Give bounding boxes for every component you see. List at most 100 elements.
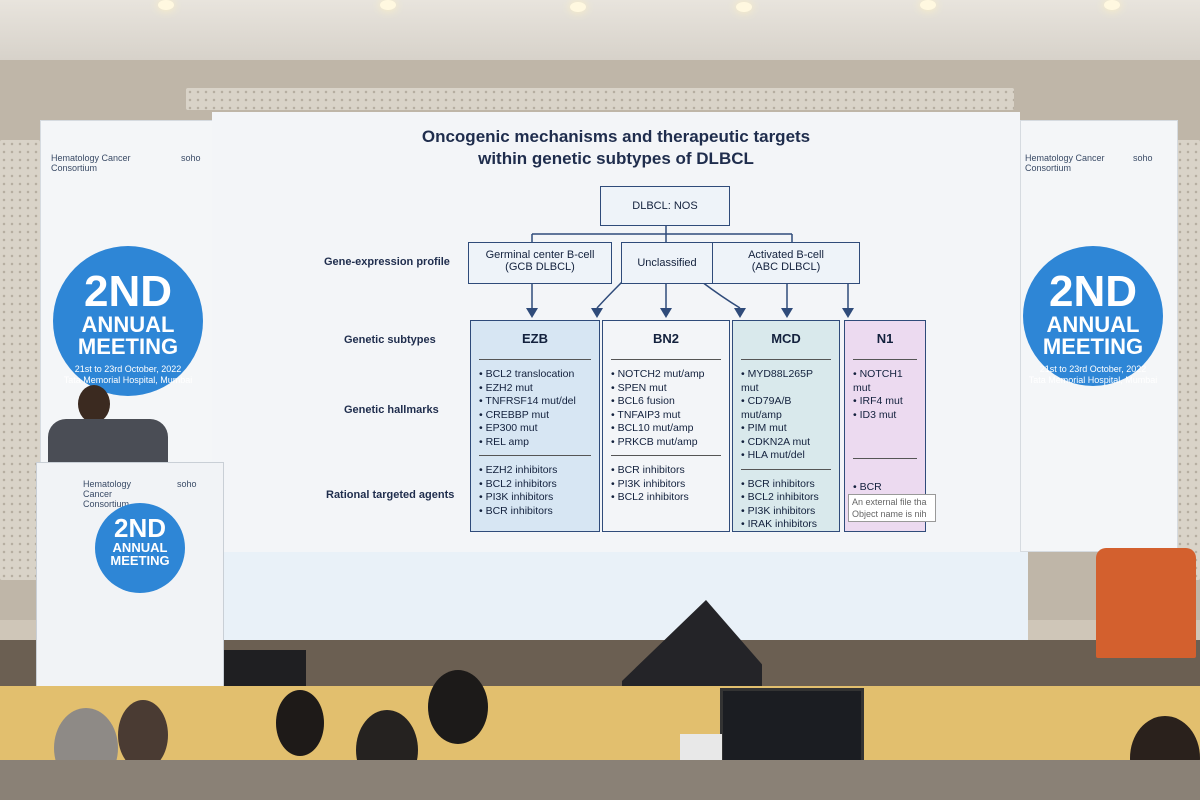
hallmark-item: BCL2 translocation: [479, 368, 591, 382]
badge-line2: MEETING: [110, 553, 170, 568]
hallmark-list: MYD88L265P mut CD79A/B mut/amp PIM mut C…: [733, 368, 839, 463]
ceiling-light: [380, 0, 396, 10]
agent-item: BCL2 inhibitors: [741, 491, 831, 505]
hallmark-item: TNFAIP3 mut: [611, 409, 721, 423]
gep-node-abc: Activated B-cell (ABC DLBCL): [712, 242, 860, 284]
hallmark-item: NOTCH2 mut/amp: [611, 368, 721, 382]
banner-org-logo: Hematology Cancer Consortium: [51, 153, 131, 173]
hallmark-item: SPEN mut: [611, 382, 721, 396]
right-banner: Hematology Cancer Consortium soho 2ND AN…: [1020, 120, 1178, 552]
agent-item: BCR inhibitors: [611, 464, 721, 478]
hallmark-item: REL amp: [479, 436, 591, 450]
banner-org-logo: Hematology Cancer Consortium: [1025, 153, 1105, 173]
subtype-name: EZB: [479, 321, 591, 360]
hallmark-item: CREBBP mut: [479, 409, 591, 423]
gep-abc-line1: Activated B-cell: [748, 249, 824, 261]
projection-screen: Oncogenic mechanisms and therapeutic tar…: [212, 112, 1020, 555]
hallmark-item: BCL10 mut/amp: [611, 422, 721, 436]
hallmark-item: CDKN2A mut: [741, 436, 831, 450]
badge-line1: ANNUAL: [1046, 312, 1140, 337]
agent-list: EZH2 inhibitors BCL2 inhibitors PI3K inh…: [471, 464, 599, 518]
badge-dates: 21st to 23rd October, 2022: [1039, 364, 1147, 374]
agent-list: BCR inhibitors PI3K inhibitors BCL2 inhi…: [603, 464, 729, 505]
speaker-head: [78, 385, 110, 423]
agent-item: BCR inhibitors: [479, 505, 591, 519]
subtype-column-mcd: MCD MYD88L265P mut CD79A/B mut/amp PIM m…: [732, 320, 840, 532]
ceiling-light: [570, 2, 586, 12]
badge-line2: MEETING: [77, 334, 179, 359]
divider: [479, 455, 591, 456]
ceiling-light: [1104, 0, 1120, 10]
agent-item: BCL2 inhibitors: [611, 491, 721, 505]
lectern: Hematology Cancer Consortium soho 2ND AN…: [36, 462, 224, 689]
hallmark-item: ID3 mut: [853, 409, 917, 423]
chair: [1096, 548, 1196, 658]
slide-title: Oncogenic mechanisms and therapeutic tar…: [212, 126, 1020, 170]
left-banner: Hematology Cancer Consortium soho 2ND AN…: [40, 120, 214, 552]
gep-gcb-line1: Germinal center B-cell: [485, 249, 595, 261]
hallmark-list: NOTCH1 mut IRF4 mut ID3 mut: [845, 368, 925, 422]
hallmark-item: NOTCH1 mut: [853, 368, 917, 395]
root-node: DLBCL: NOS: [600, 186, 730, 226]
hallmark-item: PIM mut: [741, 422, 831, 436]
stage-skirt: [222, 552, 1028, 642]
badge-line1: ANNUAL: [112, 540, 168, 555]
hallmark-item: CD79A/B mut/amp: [741, 395, 831, 422]
gep-abc-line2: (ABC DLBCL): [751, 261, 821, 273]
subtype-column-ezb: EZB BCL2 translocation EZH2 mut TNFRSF14…: [470, 320, 600, 532]
flowchart-connectors: [526, 225, 854, 318]
tooltip-line1: An external file tha: [852, 497, 927, 507]
lectern-org-logo: Hematology Cancer Consortium: [83, 479, 132, 509]
banner-partner-logo: soho: [1133, 153, 1153, 163]
slide-title-line2: within genetic subtypes of DLBCL: [478, 149, 754, 168]
tooltip-line2: Object name is nih: [852, 509, 927, 519]
badge-venue: Tata Memorial Hospital, Mumbai: [63, 375, 193, 385]
ceiling-light: [158, 0, 174, 10]
agent-item: BCL2 inhibitors: [479, 478, 591, 492]
gep-gcb-line2: (GCB DLBCL): [505, 261, 575, 273]
badge-line1: ANNUAL: [81, 312, 175, 337]
lectern-partner-logo: soho: [177, 479, 197, 489]
row-label-gep: Gene-expression profile: [324, 256, 450, 268]
ceiling-light: [920, 0, 936, 10]
divider: [611, 455, 721, 456]
badge-line2: MEETING: [1042, 334, 1144, 359]
row-label-hallmarks: Genetic hallmarks: [344, 404, 439, 416]
agent-item: PI3K inhibitors: [741, 505, 831, 519]
hallmark-item: BCL6 fusion: [611, 395, 721, 409]
subtype-name: BN2: [611, 321, 721, 360]
audience-member: [428, 670, 488, 744]
gep-node-gcb: Germinal center B-cell (GCB DLBCL): [468, 242, 612, 284]
wall-panel: [1176, 140, 1200, 580]
hallmark-item: HLA mut/del: [741, 449, 831, 463]
badge-ordinal: 2ND: [113, 513, 166, 543]
hallmark-list: BCL2 translocation EZH2 mut TNFRSF14 mut…: [471, 368, 599, 449]
slide-title-line1: Oncogenic mechanisms and therapeutic tar…: [421, 127, 811, 146]
subtype-name: MCD: [741, 321, 831, 360]
hallmark-item: TNFRSF14 mut/del: [479, 395, 591, 409]
image-tooltip: An external file tha Object name is nih: [848, 494, 936, 522]
hallmark-item: EZH2 mut: [479, 382, 591, 396]
agent-item: PI3K inhibitors: [611, 478, 721, 492]
subtype-column-bn2: BN2 NOTCH2 mut/amp SPEN mut BCL6 fusion …: [602, 320, 730, 532]
badge-dates: 21st to 23rd October, 2022: [74, 364, 182, 374]
agent-item: BCR inhibitors: [741, 478, 831, 492]
audience-member: [276, 690, 324, 756]
ceiling-light: [736, 2, 752, 12]
wall-panel: [0, 140, 40, 580]
hallmark-item: IRF4 mut: [853, 395, 917, 409]
banner-partner-logo: soho: [181, 153, 201, 163]
subtype-name: N1: [853, 321, 917, 360]
badge-ordinal: 2ND: [83, 267, 173, 316]
row-label-agents: Rational targeted agents: [326, 489, 455, 501]
audience-seats: [0, 760, 1200, 800]
divider: [741, 468, 831, 470]
lectern-badge: 2ND ANNUAL MEETING: [95, 503, 185, 593]
hallmark-item: PRKCB mut/amp: [611, 436, 721, 450]
badge-venue: Tata Memorial Hospital, Mumbai: [1028, 375, 1158, 385]
ceiling: [0, 0, 1200, 60]
agent-item: IRAK inhibitors: [741, 518, 831, 532]
divider: [853, 458, 917, 459]
row-label-subtypes: Genetic subtypes: [344, 334, 436, 346]
hallmark-item: EP300 mut: [479, 422, 591, 436]
